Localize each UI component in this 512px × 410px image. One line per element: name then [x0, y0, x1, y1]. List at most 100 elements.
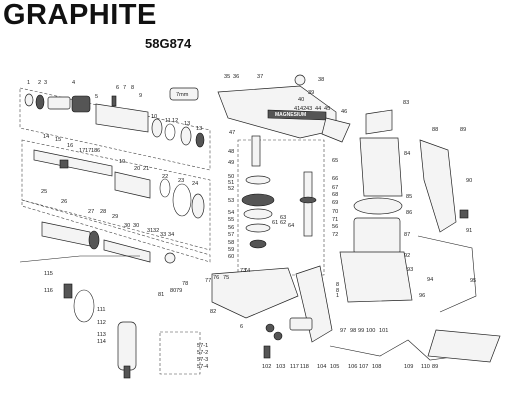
part-number-label: 46	[341, 109, 347, 115]
brand-logo: GRAPHITE	[3, 0, 157, 31]
gear-stack	[241, 135, 317, 249]
part-number-label: 29	[112, 214, 118, 220]
motor-assembly	[339, 109, 477, 313]
group-outlines	[19, 87, 325, 375]
part-number-label: 69	[332, 200, 338, 206]
handle-half-part	[419, 139, 457, 233]
sleeve-part	[47, 96, 71, 110]
clip-part	[63, 283, 73, 299]
part-number-label: 49	[228, 160, 234, 166]
part-number-label: 97	[340, 328, 346, 334]
wiring-part	[417, 235, 477, 313]
part-number-label: 57	[228, 232, 234, 238]
power-cable-part	[329, 339, 461, 361]
part-number-label: 101	[379, 328, 388, 334]
part-number-label: 17	[85, 148, 91, 154]
part-number-label: 33	[160, 232, 166, 238]
switch-part	[289, 317, 313, 331]
fan-part	[365, 109, 393, 135]
seal-part	[195, 132, 205, 148]
part-number-label: 5	[95, 94, 98, 100]
lower-group-outline	[21, 199, 211, 263]
barrel-group-outline	[19, 87, 211, 171]
gear-medium-part	[243, 208, 273, 220]
part-number-label: 89	[460, 127, 466, 133]
callout-box	[169, 87, 199, 101]
gear-ring-part	[299, 196, 317, 204]
part-number-label: 64	[288, 223, 294, 229]
part-number-label: 32	[153, 228, 159, 234]
part-number-label: 57-1	[197, 343, 208, 349]
part-number-label: 6	[240, 324, 243, 330]
crank-case-assembly	[211, 265, 333, 343]
part-number-label: 35	[224, 74, 230, 80]
part-number-label: 67	[332, 185, 338, 191]
gear-housing-assembly	[169, 74, 351, 143]
part-number-label: 25	[41, 189, 47, 195]
cap-part	[24, 93, 34, 107]
part-number-label: 53	[228, 198, 234, 204]
part-number-label: 57-4	[197, 364, 208, 370]
cylinder-part	[114, 171, 151, 199]
part-number-label: 80	[170, 288, 176, 294]
part-number-label: 114	[97, 339, 106, 345]
flange-part	[191, 193, 205, 219]
part-number-label: 40	[298, 97, 304, 103]
crank-case-part	[211, 267, 299, 319]
part-number-label: 57-3	[197, 357, 208, 363]
carry-case-part	[427, 329, 501, 363]
part-number-label: 17	[79, 148, 85, 154]
part-number-label: 7	[123, 85, 126, 91]
part-number-label: 36	[233, 74, 239, 80]
part-number-label: 9	[139, 93, 142, 99]
part-number-label: 73	[240, 268, 246, 274]
part-number-label: 116	[44, 288, 53, 294]
pin-part	[111, 95, 117, 107]
part-number-label: 77	[205, 278, 211, 284]
part-number-label: 44	[315, 106, 321, 112]
part-number-label: 63	[280, 215, 286, 221]
part-number-label: 95	[470, 278, 476, 284]
striker-part	[41, 221, 91, 247]
part-number-label: 52	[228, 186, 234, 192]
part-number-label: 47	[229, 130, 235, 136]
part-number-label: 71	[332, 217, 338, 223]
part-number-label: 8	[131, 85, 134, 91]
part-number-label: 66	[332, 176, 338, 182]
part-number-label: 48	[228, 149, 234, 155]
gear-group-outline	[237, 139, 325, 276]
bushing-part	[88, 230, 100, 250]
part-number-label: 62	[280, 220, 286, 226]
part-number-label: 79	[176, 288, 182, 294]
part-number-label: 78	[182, 281, 188, 287]
part-number-label: 110	[421, 364, 430, 370]
part-number-label: 60	[228, 254, 234, 260]
part-number-label: 105	[330, 364, 339, 370]
part-number-label: 102	[262, 364, 271, 370]
part-number-label: 94	[427, 277, 433, 283]
part-number-label: 99	[358, 328, 364, 334]
brush-holder-part	[263, 345, 271, 359]
part-number-label: 12	[172, 118, 178, 124]
part-number-label: 10	[151, 114, 157, 120]
part-number-label: 117	[290, 364, 299, 370]
part-number-label: 42	[300, 106, 306, 112]
part-number-label: 37	[257, 74, 263, 80]
part-number-label: 83	[403, 100, 409, 106]
part-number-label: 22	[162, 174, 168, 180]
part-number-label: 26	[61, 199, 67, 205]
depth-rod-part	[19, 255, 140, 263]
part-number-label: 13	[184, 121, 190, 127]
shaft-vertical-part	[303, 171, 313, 237]
part-number-label: 107	[359, 364, 368, 370]
part-number-label: 103	[276, 364, 285, 370]
oring-part	[164, 123, 176, 141]
part-number-label: 20	[134, 166, 140, 172]
part-number-label: 2	[38, 80, 41, 86]
part-number-label: 1	[27, 80, 30, 86]
part-number-label: 82	[210, 309, 216, 315]
part-number-label: 75	[223, 275, 229, 281]
handle-cap-part	[321, 117, 351, 143]
